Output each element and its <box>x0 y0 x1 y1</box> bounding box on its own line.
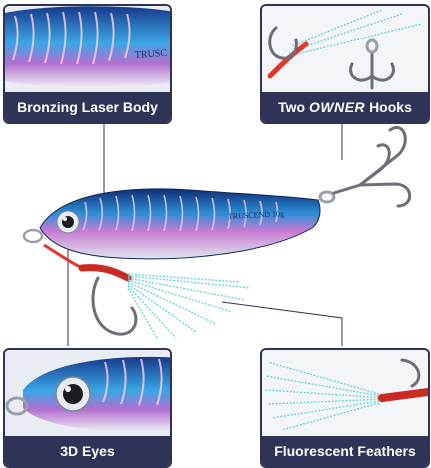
feathers-closeup-image <box>262 350 428 436</box>
callout-feathers: Fluorescent Feathers <box>260 348 430 468</box>
hooks-suffix: Hooks <box>369 99 412 115</box>
callout-eyes: 3D Eyes <box>3 348 172 468</box>
hooks-prefix: Two <box>278 99 306 115</box>
hooks-closeup-image <box>262 6 428 92</box>
lure-engraving: TRUSCEND 10g <box>228 209 285 221</box>
body-engraving: TRUSC <box>134 48 167 61</box>
callout-body-label: Bronzing Laser Body <box>5 92 170 122</box>
callout-hooks: Two OWNER Hooks <box>260 4 430 124</box>
eye-icon <box>56 210 80 234</box>
feathers-icon <box>127 273 251 341</box>
callout-feathers-label: Fluorescent Feathers <box>262 436 428 466</box>
lure-body: TRUSCEND 10g <box>39 188 321 260</box>
assist-hook-icon <box>43 243 138 336</box>
callout-body: TRUSC Bronzing Laser Body <box>3 4 172 124</box>
callout-hooks-label: Two OWNER Hooks <box>262 92 428 122</box>
connector-lines <box>67 122 343 346</box>
body-closeup-image: TRUSC <box>5 6 170 92</box>
callout-eyes-label: 3D Eyes <box>5 436 170 466</box>
eyes-closeup-image <box>5 350 170 436</box>
treble-hook-icon <box>318 126 412 208</box>
owner-brand-logo: OWNER <box>309 99 366 115</box>
split-ring-icon <box>22 228 44 244</box>
